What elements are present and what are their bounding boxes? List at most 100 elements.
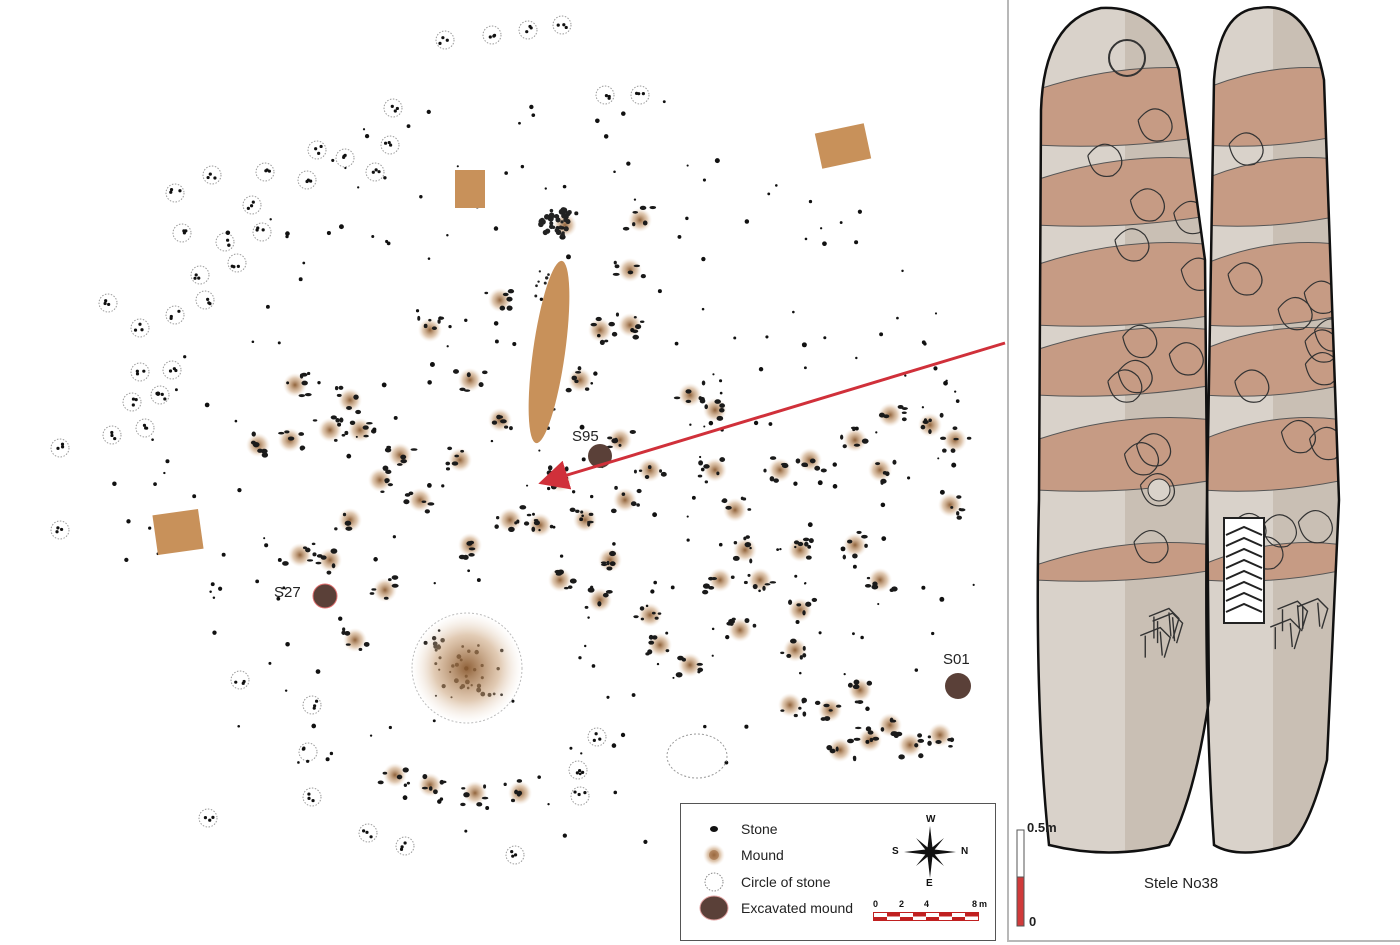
stone <box>513 853 518 857</box>
stone <box>604 94 609 98</box>
stone <box>193 276 197 280</box>
stone <box>797 541 804 547</box>
stone <box>344 166 347 170</box>
stone <box>306 371 311 376</box>
engraving <box>1123 442 1160 476</box>
circle-of-stone <box>595 85 615 105</box>
stone <box>856 530 862 535</box>
stone <box>460 449 465 453</box>
stone <box>555 217 561 223</box>
stone <box>488 35 492 39</box>
stone <box>622 226 630 231</box>
mound <box>498 508 522 532</box>
stone <box>511 854 515 858</box>
stone <box>686 538 690 542</box>
stone <box>708 576 714 581</box>
stone <box>861 534 868 539</box>
stone <box>621 111 626 116</box>
mound <box>843 533 867 557</box>
stone <box>725 505 732 510</box>
stone <box>484 291 489 295</box>
stone <box>648 634 654 640</box>
stone <box>236 264 240 268</box>
stone <box>445 38 449 42</box>
stone <box>206 297 210 301</box>
stone <box>562 184 567 189</box>
stone <box>802 653 807 658</box>
stone <box>421 500 427 503</box>
stone <box>807 544 812 549</box>
mound-icon <box>699 844 729 866</box>
stone <box>305 547 311 553</box>
stone <box>333 438 338 442</box>
engraving <box>1135 433 1172 467</box>
stone <box>914 668 919 672</box>
stone <box>163 397 167 401</box>
stone <box>584 605 589 609</box>
stone <box>393 109 397 113</box>
stone <box>528 24 532 29</box>
stone <box>317 380 321 385</box>
stone <box>565 387 572 393</box>
stone <box>852 428 856 432</box>
stone <box>438 41 442 45</box>
circle-of-stone <box>150 385 170 405</box>
stone <box>633 615 639 619</box>
stone <box>597 601 602 607</box>
stone <box>702 178 707 182</box>
engraving <box>1277 600 1309 632</box>
engraving <box>1297 510 1333 544</box>
stone <box>701 256 706 262</box>
stone <box>297 761 300 764</box>
mound <box>338 388 362 412</box>
stone <box>571 375 578 381</box>
stone <box>620 732 626 738</box>
stone <box>506 296 513 302</box>
stone <box>935 740 942 744</box>
stone <box>578 768 582 773</box>
circle-of-stone <box>505 845 525 865</box>
stone <box>920 424 926 430</box>
stone <box>647 465 652 470</box>
circle-of-stone <box>435 30 455 50</box>
stone <box>653 580 658 585</box>
stone <box>138 322 142 326</box>
stone <box>854 426 859 431</box>
stone <box>719 407 725 413</box>
stone <box>574 211 579 216</box>
stone <box>509 426 513 431</box>
stone <box>299 373 304 379</box>
stone <box>184 229 188 233</box>
stone <box>539 297 544 301</box>
stone <box>956 495 962 499</box>
stone <box>744 219 750 224</box>
stone <box>901 411 907 414</box>
stone <box>809 458 816 464</box>
engraving <box>1277 297 1313 331</box>
stone <box>341 433 346 437</box>
stone <box>950 448 956 453</box>
stone <box>494 339 499 344</box>
mound <box>373 578 397 602</box>
stone <box>634 324 642 330</box>
mound <box>678 383 702 407</box>
engraving <box>1152 612 1184 644</box>
stone <box>609 550 616 557</box>
mound <box>928 723 952 747</box>
stone <box>740 496 744 501</box>
stone <box>209 590 212 593</box>
engraving <box>1137 108 1173 142</box>
stone <box>134 397 138 402</box>
stele-stone <box>1037 7 1209 853</box>
stone <box>358 647 363 652</box>
stone <box>955 399 960 403</box>
stone <box>564 466 569 472</box>
stone <box>305 179 309 184</box>
stone <box>632 222 636 227</box>
stone <box>406 781 411 785</box>
stone <box>581 457 586 462</box>
stone <box>595 316 602 322</box>
stone <box>703 724 707 729</box>
stone <box>433 789 438 795</box>
stone <box>426 109 431 115</box>
